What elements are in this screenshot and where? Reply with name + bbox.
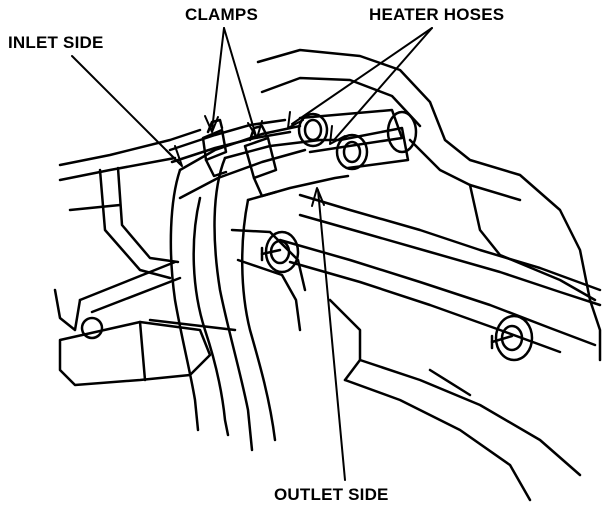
leader-clamps — [204, 27, 263, 139]
bracket-left — [53, 128, 237, 387]
heater-pipe-fittings — [297, 108, 418, 171]
bolt-upper — [260, 230, 300, 274]
label-clamps: CLAMPS — [185, 5, 258, 24]
bolt-lower — [490, 314, 534, 362]
leader-heater-hoses — [287, 27, 433, 145]
clamp-outlet — [243, 124, 278, 198]
inlet-hose — [169, 124, 307, 437]
label-heater-hoses: HEATER HOSES — [369, 5, 505, 24]
leader-inlet-side — [71, 55, 183, 167]
leader-outlet-side — [311, 187, 346, 481]
label-outlet-side: OUTLET SIDE — [274, 485, 389, 504]
engine-block — [256, 48, 602, 502]
label-inlet-side: INLET SIDE — [8, 33, 104, 52]
